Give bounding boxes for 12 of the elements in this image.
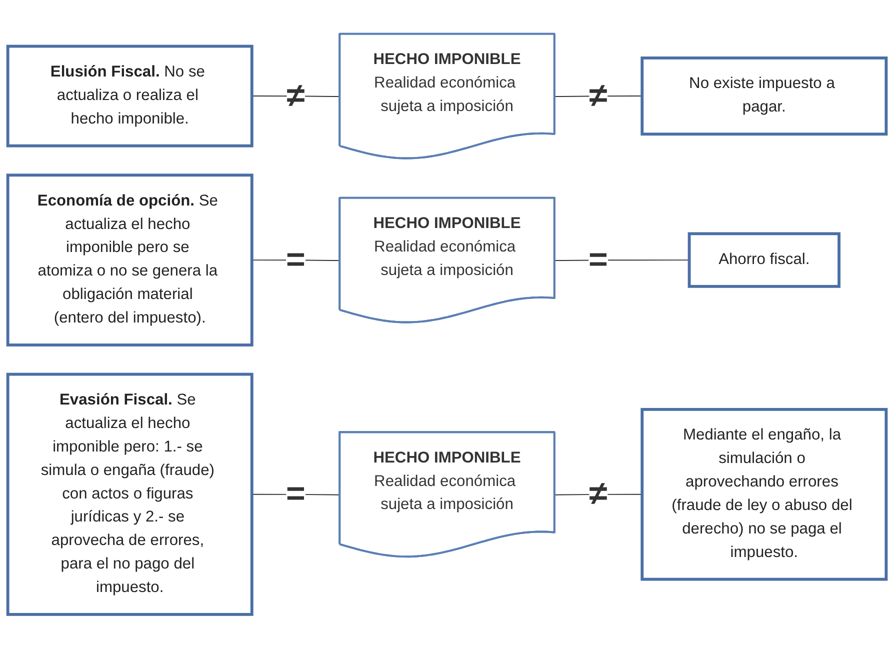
node-box: Evasión Fiscal. Se actualiza el hecho imponible pero: 1.- se simula o engaña (fraude) con actos o figuras jurídicas y 2.- se aprovecha de errores, para el no pago del impuesto. [6,372,254,616]
edge-label: = [588,240,608,278]
edge-label: ≠ [286,76,305,114]
node-box: Elusión Fiscal. No se actualiza o realiza el hecho imponible. [6,44,254,148]
edge-label: ≠ [589,76,608,114]
node-box: Mediante el engaño, la simulación o aprovechando errores (fraude de ley o abuso del derecho) no se paga el impuesto. [640,408,888,581]
node-box: Economía de opción. Se actualiza el hecho imponible pero se atomiza o no se genera la obligación material (entero del impuesto). [6,174,254,346]
edge-label: = [286,240,306,278]
edge-label: ≠ [589,475,608,512]
node-box: No existe impuesto a pagar. [640,56,888,136]
node-box: Ahorro fiscal. [688,232,840,288]
edge-label: = [286,475,306,512]
